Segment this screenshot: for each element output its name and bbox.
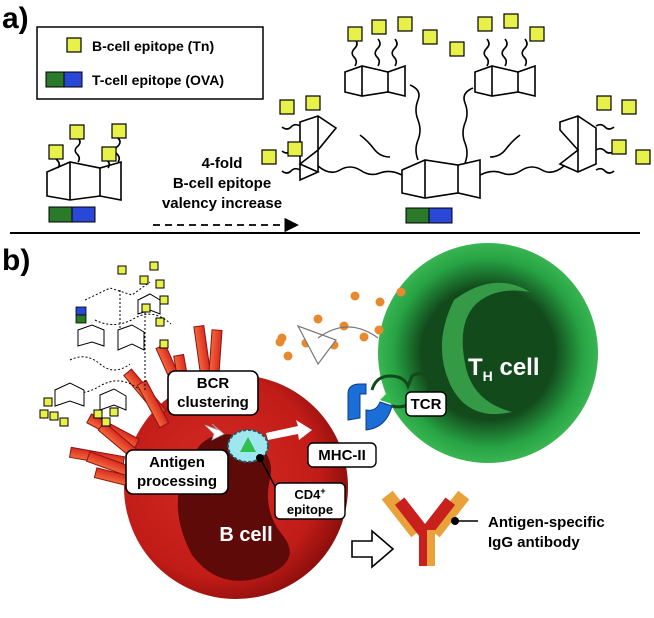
cytokine-release-arc [317,326,379,339]
b-cell-label: B cell [219,524,272,546]
endosome [227,429,278,491]
monomer-ova-green [48,206,73,223]
differentiation-arrow [351,529,395,569]
mhc-label: MHC-II [318,447,366,464]
valency-text-1: 4-fold [202,155,243,172]
mhc-callout: MHC-II [307,442,377,468]
processing-arrow-1 [204,423,225,441]
antigen-processing-text-2: processing [137,473,217,490]
bcr-clustering-text-1: BCR [197,375,230,392]
cytokine-release-arrow [296,324,337,366]
cluster-ova-blue [75,306,87,316]
panel-a-label: a) [2,2,29,35]
legend-bcell-label: B-cell epitope (Tn) [92,38,214,54]
dendrimer-ova-blue [428,207,453,224]
tcr-label: TCR [411,396,442,413]
scaffold-dendrimer [281,38,615,200]
antigen-processing-callout: Antigen processing [125,449,229,495]
dendrimer-epitopes [261,13,651,165]
th-cell-label: TH cell [468,354,540,384]
bcr-clustering-callout: BCR clustering [167,370,259,416]
legend-ova-green [45,71,65,88]
cluster-ova-green [75,314,87,324]
valency-text-2: B-cell epitope [173,175,271,192]
antibody-label-2: IgG antibody [488,534,580,551]
tcr-callout: TCR [405,391,447,417]
processing-arrow-2 [266,420,312,440]
monomer-epitopes [48,123,127,162]
antigen-cluster-epitopes [39,261,169,427]
cd4-epitope-text: epitope [287,502,333,517]
antigen-processing-text-1: Antigen [149,454,205,471]
valency-text-3: valency increase [162,195,282,212]
bcr-clustering-text-2: clustering [177,394,249,411]
cd4-epitope-callout: CD4+ epitope [274,482,346,520]
legend: B-cell epitope (Tn) T-cell epitope (OVA) [36,26,264,100]
legend-bcell-swatch [66,37,82,53]
dendrimer-ova-green [405,207,430,224]
th-cell: TH cell [378,243,598,463]
legend-tcell-label: T-cell epitope (OVA) [92,72,224,88]
igg-antibody [381,490,478,566]
antigen-cluster [54,281,172,411]
antibody-label-1: Antigen-specific [488,514,605,531]
monomer-ova-blue [71,206,96,223]
panel-b-label: b) [2,244,30,277]
cd4-label: CD4+ [294,486,325,502]
legend-ova-blue [63,71,83,88]
mhc-ii-molecule [347,383,393,431]
